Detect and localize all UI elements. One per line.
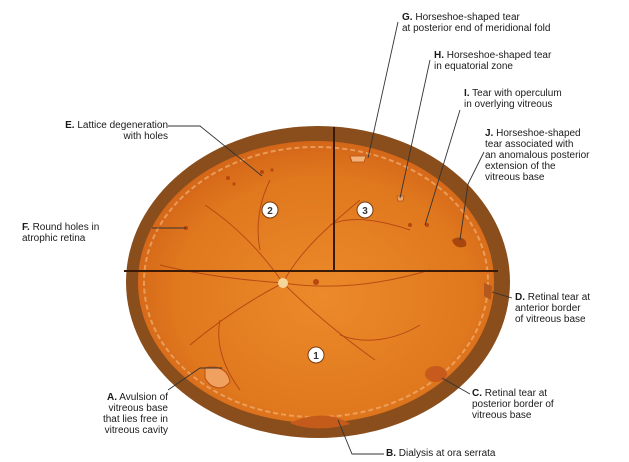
label-J: J. Horseshoe-shaped tear associated with… — [485, 128, 627, 183]
label-F-text: Round holes in atrophic retina — [22, 222, 99, 244]
label-C: C. Retinal tear at posterior border of v… — [472, 388, 592, 421]
lesion-tear-posterior-border — [425, 366, 447, 382]
label-A-letter: A. — [107, 392, 117, 403]
label-B-text: Dialysis at ora serrata — [399, 448, 496, 459]
zone-number-3: 3 — [362, 206, 368, 217]
label-E-letter: E. — [65, 120, 74, 131]
zone-number-1: 1 — [313, 351, 319, 362]
label-G: G. Horseshoe-shaped tear at posterior en… — [402, 12, 612, 34]
zone-badge-1: 1 — [308, 347, 324, 363]
label-I-letter: I. — [464, 88, 470, 99]
zone-badge-2: 2 — [262, 202, 278, 218]
label-G-letter: G. — [402, 12, 413, 23]
label-D-letter: D. — [515, 292, 525, 303]
label-F-letter: F. — [22, 222, 30, 233]
fovea — [313, 279, 319, 285]
zone-number-2: 2 — [267, 206, 273, 217]
label-I-text: Tear with operculum in overlying vitreou… — [464, 88, 562, 110]
optic-disc — [278, 278, 288, 288]
label-C-letter: C. — [472, 388, 482, 399]
label-H: H. Horseshoe-shaped tear in equatorial z… — [434, 50, 604, 72]
label-G-text: Horseshoe-shaped tear at posterior end o… — [402, 12, 550, 34]
label-H-letter: H. — [434, 50, 444, 61]
label-F: F. Round holes in atrophic retina — [22, 222, 152, 244]
label-E: E. Lattice degeneration with holes — [20, 120, 168, 142]
lesion-horseshoe-meridional — [350, 156, 366, 162]
label-D: D. Retinal tear at anterior border of vi… — [515, 292, 627, 325]
label-B: B. Dialysis at ora serrata — [386, 448, 586, 459]
label-D-text: Retinal tear at anterior border of vitre… — [515, 292, 590, 325]
zone-badge-3: 3 — [357, 202, 373, 218]
label-J-text: Horseshoe-shaped tear associated with an… — [485, 128, 590, 183]
label-H-text: Horseshoe-shaped tear in equatorial zone — [434, 50, 551, 72]
label-A: A. Avulsion of vitreous base that lies f… — [64, 392, 168, 436]
label-J-letter: J. — [485, 128, 493, 139]
label-C-text: Retinal tear at posterior border of vitr… — [472, 388, 554, 421]
label-I: I. Tear with operculum in overlying vitr… — [464, 88, 614, 110]
label-B-letter: B. — [386, 448, 396, 459]
label-E-text: Lattice degeneration with holes — [77, 120, 168, 142]
